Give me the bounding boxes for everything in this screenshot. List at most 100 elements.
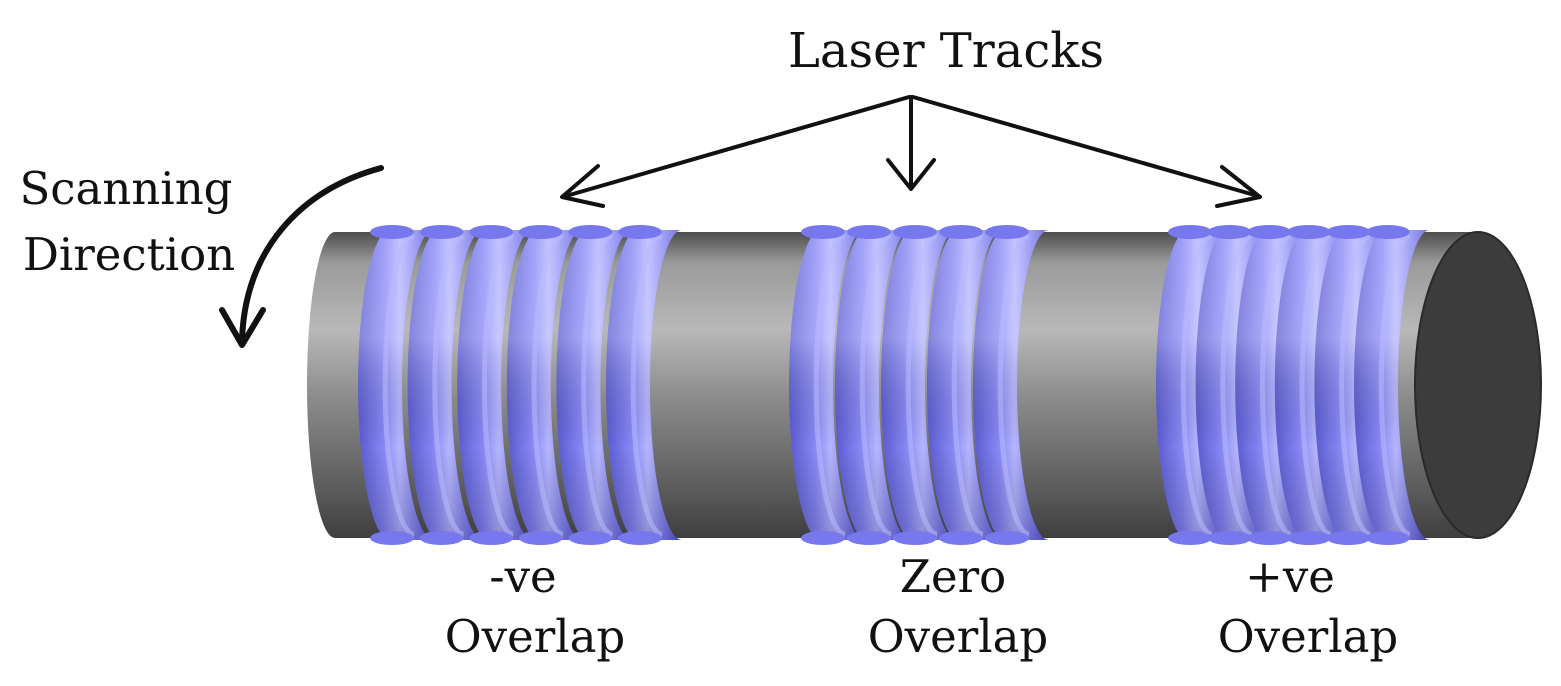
laser-track-ring-negative-1	[358, 225, 434, 545]
laser-track-edge-bottom	[893, 531, 937, 545]
laser-track-edge-bottom	[801, 531, 845, 545]
laser-track-edge-bottom	[939, 531, 983, 545]
laser-track-shade	[835, 230, 911, 540]
laser-track-edge-bottom	[370, 531, 414, 545]
laser-track-edge-bottom	[1326, 531, 1371, 545]
laser-track-ring-positive-3	[1235, 225, 1312, 545]
negative-overlap-label-line1: -ve	[489, 550, 556, 603]
laser-track-shade	[407, 230, 484, 540]
laser-track-edge-top	[568, 225, 613, 239]
laser-track-ring-zero-4	[927, 225, 1003, 545]
laser-track-ring-zero-5	[973, 225, 1049, 545]
laser-track-edge-bottom	[618, 531, 662, 545]
title-label: Laser Tracks	[788, 23, 1104, 79]
laser-track-shade	[1195, 230, 1272, 540]
laser-track-highlight	[1180, 233, 1213, 537]
laser-track-edge-top	[939, 225, 983, 239]
laser-track-edge-top	[801, 225, 845, 239]
laser-track-highlight	[630, 233, 663, 537]
laser-track-shade	[1274, 230, 1351, 540]
laser-track-edge-top	[1286, 225, 1331, 239]
laser-track-highlight	[1220, 233, 1252, 537]
laser-track-shade	[973, 230, 1049, 540]
laser-track-shade	[606, 230, 682, 540]
laser-track-ring-positive-2	[1195, 225, 1272, 545]
laser-track-shade	[457, 230, 534, 540]
laser-track-edge-top	[985, 225, 1029, 239]
arrow-left-head	[560, 164, 605, 208]
laser-track-shade	[358, 230, 434, 540]
laser-track-highlight	[432, 233, 464, 537]
laser-track-ring-negative-3	[457, 225, 534, 545]
laser-track-edge-top	[419, 225, 464, 239]
scanning-label-line1: Scanning	[19, 162, 232, 215]
scanning-arrow-head	[219, 307, 266, 348]
arrow-center-head	[886, 158, 936, 191]
laser-track-edge-top	[1247, 225, 1292, 239]
laser-track-edge-top	[1366, 225, 1410, 239]
laser-track-shade	[1314, 230, 1391, 540]
laser-track-shade	[556, 230, 633, 540]
laser-track-shade	[1354, 230, 1430, 540]
laser-track-ring-positive-1	[1156, 225, 1232, 545]
laser-track-highlight	[382, 233, 415, 537]
rod-end-face-edge	[1414, 231, 1542, 539]
laser-track-ring-negative-2	[407, 225, 484, 545]
laser-track-shade	[506, 230, 583, 540]
title-arrows	[560, 95, 1262, 208]
laser-track-edge-bottom	[469, 531, 514, 545]
laser-track-shade	[881, 230, 957, 540]
laser-track-highlight	[951, 233, 984, 537]
laser-track-ring-zero-2	[835, 225, 911, 545]
scanning-arrow-curve	[239, 165, 384, 343]
laser-track-ring-zero-1	[789, 225, 865, 545]
laser-track-highlight	[531, 233, 564, 537]
laser-track-edge-bottom	[1207, 531, 1252, 545]
laser-track-edge-bottom	[568, 531, 613, 545]
scanning-label-line2: Direction	[23, 228, 235, 281]
laser-track-highlight	[905, 233, 938, 537]
laser-track-edge-bottom	[1247, 531, 1292, 545]
laser-track-ring-positive-4	[1274, 225, 1351, 545]
rod-end-face	[1415, 232, 1541, 538]
laser-track-shade	[927, 230, 1003, 540]
laser-track-edge-top	[1168, 225, 1212, 239]
positive-overlap-label-line2: Overlap	[1218, 610, 1398, 663]
negative-overlap-label-line2: Overlap	[445, 610, 625, 663]
laser-track-highlight	[1378, 233, 1411, 537]
laser-track-edge-bottom	[985, 531, 1029, 545]
laser-track-ring-negative-5	[556, 225, 633, 545]
laser-track-edge-top	[618, 225, 662, 239]
arrow-right-line	[911, 95, 1260, 198]
laser-track-edge-top	[847, 225, 891, 239]
laser-track-ring-negative-4	[506, 225, 583, 545]
laser-track-highlight	[997, 233, 1030, 537]
laser-track-edge-top	[469, 225, 514, 239]
laser-track-highlight	[813, 233, 846, 537]
laser-track-edge-top	[370, 225, 414, 239]
arrow-left-line	[564, 95, 911, 198]
laser-track-ring-zero-3	[881, 225, 957, 545]
laser-track-highlight	[859, 233, 892, 537]
laser-track-shade	[1235, 230, 1312, 540]
scanning-arrow	[219, 165, 384, 348]
arrow-right-head	[1215, 165, 1262, 208]
laser-track-edge-bottom	[419, 531, 464, 545]
zero-overlap-label-line2: Overlap	[868, 610, 1048, 663]
laser-track-highlight	[481, 233, 514, 537]
laser-track-highlight	[581, 233, 613, 537]
laser-track-edge-bottom	[847, 531, 891, 545]
laser-tracks	[358, 225, 1430, 545]
laser-track-highlight	[1299, 233, 1332, 537]
laser-track-edge-top	[518, 225, 563, 239]
laser-track-ring-positive-5	[1314, 225, 1391, 545]
laser-track-edge-bottom	[518, 531, 563, 545]
laser-track-shade	[789, 230, 865, 540]
laser-track-edge-top	[1207, 225, 1252, 239]
laser-track-edge-top	[893, 225, 937, 239]
laser-track-highlight	[1259, 233, 1292, 537]
laser-track-ring-negative-6	[606, 225, 682, 545]
laser-track-highlight	[1339, 233, 1371, 537]
laser-track-edge-top	[1326, 225, 1371, 239]
